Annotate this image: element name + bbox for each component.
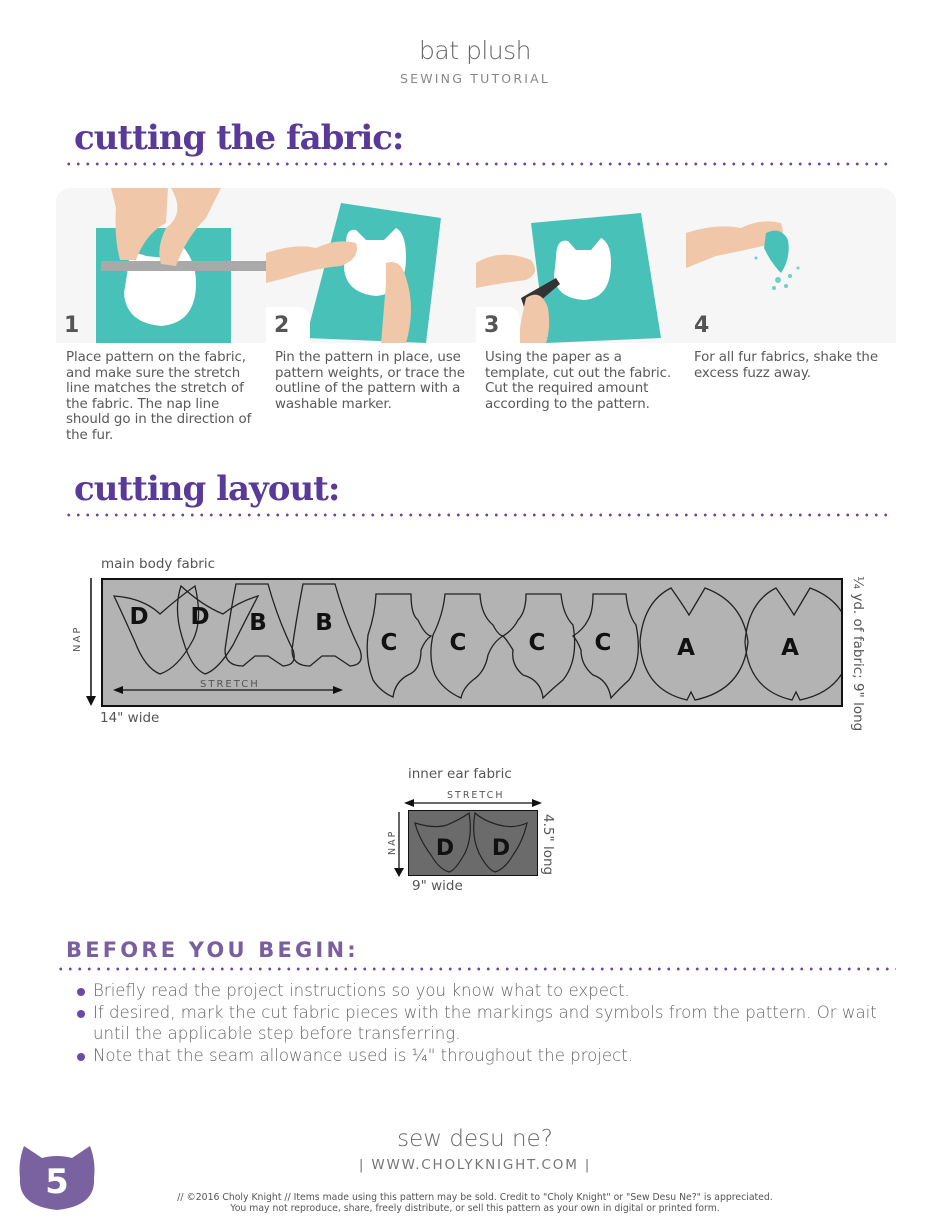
stretch-label: STRETCH bbox=[447, 790, 505, 801]
piece-label: D bbox=[129, 604, 148, 630]
page-number-badge: 5 bbox=[18, 1144, 96, 1212]
dotted-divider bbox=[64, 513, 888, 517]
footer-brand: sew desu ne? bbox=[397, 1126, 553, 1152]
svg-text:C: C bbox=[529, 630, 546, 656]
dotted-divider bbox=[64, 162, 888, 166]
step-number: 2 bbox=[266, 307, 310, 343]
step-text-4: For all fur fabrics, shake the excess fu… bbox=[694, 350, 878, 381]
svg-text:C: C bbox=[450, 630, 467, 656]
step-photo-2: 2 bbox=[266, 188, 476, 343]
list-item: Note that the seam allowance used is ¼" … bbox=[76, 1045, 906, 1067]
stretch-arrow-icon bbox=[404, 799, 542, 807]
svg-text:C: C bbox=[381, 630, 398, 656]
list-item: If desired, mark the cut fabric pieces w… bbox=[76, 1002, 906, 1045]
inner-ear-fabric-layout: D D bbox=[408, 810, 538, 876]
page-number: 5 bbox=[45, 1162, 69, 1202]
section-title-before-you-begin: BEFORE YOU BEGIN: bbox=[66, 938, 359, 962]
inner-ear-width-label: 9" wide bbox=[412, 878, 463, 894]
list-item: Briefly read the project instructions so… bbox=[76, 980, 906, 1002]
step-photo-3: 3 bbox=[476, 188, 686, 343]
svg-text:D: D bbox=[492, 836, 510, 861]
footer-url-link[interactable]: | WWW.CHOLYKNIGHT.COM | bbox=[358, 1157, 592, 1173]
nap-label: NAP bbox=[72, 625, 83, 652]
svg-text:D: D bbox=[436, 836, 454, 861]
inner-ear-fabric-label: inner ear fabric bbox=[408, 766, 512, 782]
svg-text:A: A bbox=[677, 635, 695, 661]
nap-arrow-icon bbox=[86, 578, 96, 706]
step-text-1: Place pattern on the fabric, and make su… bbox=[66, 350, 252, 443]
document-subtitle: SEWING TUTORIAL bbox=[399, 71, 551, 86]
svg-text:D: D bbox=[190, 604, 209, 630]
copyright-line-1: // ©2016 Choly Knight // Items made usin… bbox=[177, 1192, 773, 1203]
document-title: bat plush bbox=[419, 36, 531, 65]
step-number: 3 bbox=[476, 307, 520, 343]
svg-text:C: C bbox=[595, 630, 612, 656]
svg-text:B: B bbox=[315, 610, 333, 636]
section-title-cutting-fabric: cutting the fabric: bbox=[74, 118, 404, 158]
section-title-cutting-layout: cutting layout: bbox=[74, 469, 340, 509]
cat-head-icon bbox=[19, 1146, 95, 1210]
step-text-2: Pin the pattern in place, use pattern we… bbox=[275, 350, 465, 412]
step-photo-1: 1 bbox=[56, 188, 266, 343]
step-photo-4: 4 bbox=[686, 188, 896, 343]
nap-arrow-icon bbox=[394, 812, 404, 877]
stretch-label: STRETCH bbox=[200, 679, 260, 690]
step-number: 1 bbox=[64, 313, 80, 338]
main-body-fabric-label: main body fabric bbox=[101, 556, 216, 572]
step-text-3: Using the paper as a template, cut out t… bbox=[485, 350, 672, 412]
dotted-divider bbox=[56, 967, 896, 971]
svg-text:A: A bbox=[781, 635, 799, 661]
main-body-length-label: ¼ yd. of fabric; 9" long bbox=[850, 576, 866, 732]
svg-text:B: B bbox=[249, 610, 267, 636]
main-body-width-label: 14" wide bbox=[100, 710, 160, 726]
copyright-line-2: You may not reproduce, share, freely dis… bbox=[230, 1203, 720, 1214]
inner-ear-length-label: 4.5" long bbox=[540, 814, 556, 876]
footer-copyright: // ©2016 Choly Knight // Items made usin… bbox=[0, 1192, 950, 1214]
main-body-fabric-layout: D D B B C C C C A A bbox=[101, 578, 843, 707]
before-you-begin-list: Briefly read the project instructions so… bbox=[76, 980, 906, 1066]
step-number: 4 bbox=[694, 313, 710, 338]
